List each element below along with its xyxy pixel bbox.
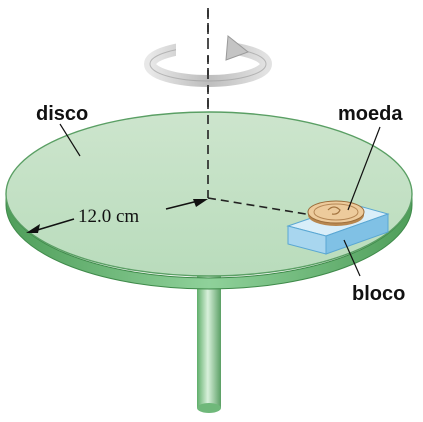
coin-callout-line: [347, 126, 381, 211]
shaft: [197, 268, 221, 413]
circular-arrow-icon: [144, 10, 272, 100]
coin-label: moeda: [338, 103, 403, 125]
coin: [307, 200, 365, 226]
disk-rim: [5, 193, 413, 290]
disk-top: [5, 111, 413, 277]
block-label: bloco: [352, 283, 405, 305]
radius-dimension-arrow: [26, 199, 208, 233]
disk-label: disco: [36, 103, 88, 125]
disk-callout-line: [59, 123, 81, 157]
radius-line: [207, 197, 319, 217]
radius-label: 12.0 cm: [78, 206, 139, 227]
block-callout-line: [343, 239, 361, 277]
